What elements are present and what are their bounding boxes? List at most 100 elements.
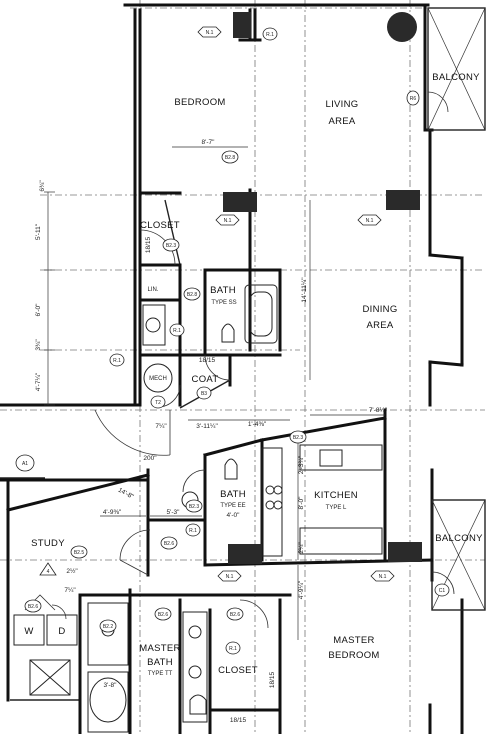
kitchen-counter-top xyxy=(299,444,383,471)
tag-b2-6: B2.6 xyxy=(154,607,172,621)
room-labels: BEDROOM LIVING AREA BALCONY CLOSET BATH … xyxy=(24,72,483,677)
dimension-label: 18/15 xyxy=(230,717,247,724)
svg-text:B2.6: B2.6 xyxy=(158,612,169,618)
svg-text:C1: C1 xyxy=(439,588,446,594)
tag-r1: R.1 xyxy=(109,353,125,367)
dimension-label: 4'-0" xyxy=(227,512,241,519)
room-label-closet-bottom: CLOSET xyxy=(218,665,258,676)
balcony-top xyxy=(427,7,486,131)
tag-b2-5: B2.5 xyxy=(70,545,88,559)
mech-unit xyxy=(143,363,173,393)
room-label-master-bedroom-2: BEDROOM xyxy=(328,650,379,661)
svg-text:B2.3: B2.3 xyxy=(293,435,304,441)
lavatory xyxy=(142,304,166,346)
svg-text:B2.5: B2.5 xyxy=(74,550,85,556)
water-heater xyxy=(29,659,71,696)
dimension-label: 200" xyxy=(143,455,157,462)
room-label-dining: DINING xyxy=(362,304,397,315)
dimension-label: 2'-3¾" xyxy=(298,455,305,474)
tag-b2-3: B2.3 xyxy=(289,430,307,444)
dimension-label: 3'-8" xyxy=(104,682,118,689)
svg-text:B2.6: B2.6 xyxy=(28,604,39,610)
room-label-dining-area: AREA xyxy=(366,320,393,331)
svg-text:B3: B3 xyxy=(201,391,207,397)
room-label-master-bath: MASTER xyxy=(139,643,180,654)
tag-r1: R.1 xyxy=(225,641,241,655)
room-label-study: STUDY xyxy=(31,538,65,549)
vanity xyxy=(182,611,208,723)
column xyxy=(388,542,422,562)
dimension-label: 6¾" xyxy=(39,180,46,192)
tag-r6: R6 xyxy=(406,90,420,106)
tag-c1: C1 xyxy=(434,583,450,597)
dimension-label: 4'-9¼" xyxy=(298,580,305,599)
svg-text:B2.8: B2.8 xyxy=(225,155,236,161)
tag-b2-6: B2.6 xyxy=(24,599,42,613)
room-label-bath-1: BATH xyxy=(210,285,236,296)
column xyxy=(386,190,420,210)
dimension-label: 3'-11¼" xyxy=(196,423,218,430)
dryer xyxy=(46,614,78,646)
svg-text:B2.6: B2.6 xyxy=(164,541,175,547)
columns xyxy=(223,12,422,564)
tub xyxy=(89,677,127,723)
room-label-master-bath-2: BATH xyxy=(147,657,173,668)
doors xyxy=(24,229,269,629)
svg-text:N.1: N.1 xyxy=(206,30,214,36)
tag-n1: N.1 xyxy=(357,214,382,226)
svg-text:R.1: R.1 xyxy=(189,528,197,534)
tag-four: 4 xyxy=(39,562,57,576)
svg-text:R.1: R.1 xyxy=(266,32,274,38)
tag-b2-3: B2.3 xyxy=(185,499,203,513)
dimension-label: 1'-4⅜" xyxy=(248,421,267,428)
dimension-label: 7¼" xyxy=(64,587,76,594)
dimension-label: 4'-9⅜" xyxy=(103,509,122,516)
room-label-lin: LIN. xyxy=(147,287,158,293)
washer-label: W xyxy=(24,626,33,637)
room-label-bath-2: BATH xyxy=(220,489,246,500)
dimension-label: 5'-11" xyxy=(35,223,42,240)
toilet xyxy=(221,323,235,343)
tag-b2-6: B2.6 xyxy=(160,536,178,550)
room-label-bath-1-type: TYPE SS xyxy=(211,300,236,306)
dimension-label: 8'-7" xyxy=(202,139,216,146)
tag-b3: B3 xyxy=(196,386,212,400)
svg-text:B2.2: B2.2 xyxy=(103,624,114,630)
column xyxy=(223,192,257,212)
washer xyxy=(13,614,45,646)
kitchen-counter-bottom xyxy=(299,527,383,555)
room-label-balcony-bottom: BALCONY xyxy=(435,533,483,544)
shower xyxy=(87,602,129,666)
tag-n1: N.1 xyxy=(215,214,240,226)
room-label-master-bath-type: TYPE TT xyxy=(148,671,173,677)
room-label-kitchen-type: TYPE L xyxy=(326,505,347,511)
svg-text:B2.3: B2.3 xyxy=(166,243,177,249)
svg-text:R.1: R.1 xyxy=(113,358,121,364)
room-label-coat: COAT xyxy=(192,374,219,385)
exterior-walls xyxy=(0,3,464,734)
svg-text:4: 4 xyxy=(47,569,50,575)
toilet xyxy=(224,458,238,480)
room-label-bedroom: BEDROOM xyxy=(174,97,225,108)
counter xyxy=(261,447,283,557)
room-label-living-area: AREA xyxy=(328,116,355,127)
tag-b2-8: B2.8 xyxy=(183,287,201,301)
tag-r1: R.1 xyxy=(262,27,278,41)
svg-text:N.1: N.1 xyxy=(224,218,232,224)
tag-b2-3: B2.3 xyxy=(162,238,180,252)
dimension-label: 7'-8¼" xyxy=(369,407,388,414)
dimension-label: 2½" xyxy=(66,567,78,575)
dimension-label: 7¼" xyxy=(155,423,167,430)
svg-text:B2.8: B2.8 xyxy=(187,292,198,298)
column xyxy=(233,12,251,38)
callout-tags: N.1 R.1 R6 B2.8 N.1 N.1 B2.3 B2.8 xyxy=(15,26,450,655)
dimension-label: 18/15 xyxy=(145,236,152,253)
bathtub xyxy=(244,284,278,344)
tag-t2: T2 xyxy=(150,395,166,409)
dimension-label: 5'-3" xyxy=(167,509,181,516)
tag-n1: N.1 xyxy=(197,26,222,38)
dimension-label: 2¼" xyxy=(298,542,305,554)
svg-text:A1: A1 xyxy=(22,461,28,467)
